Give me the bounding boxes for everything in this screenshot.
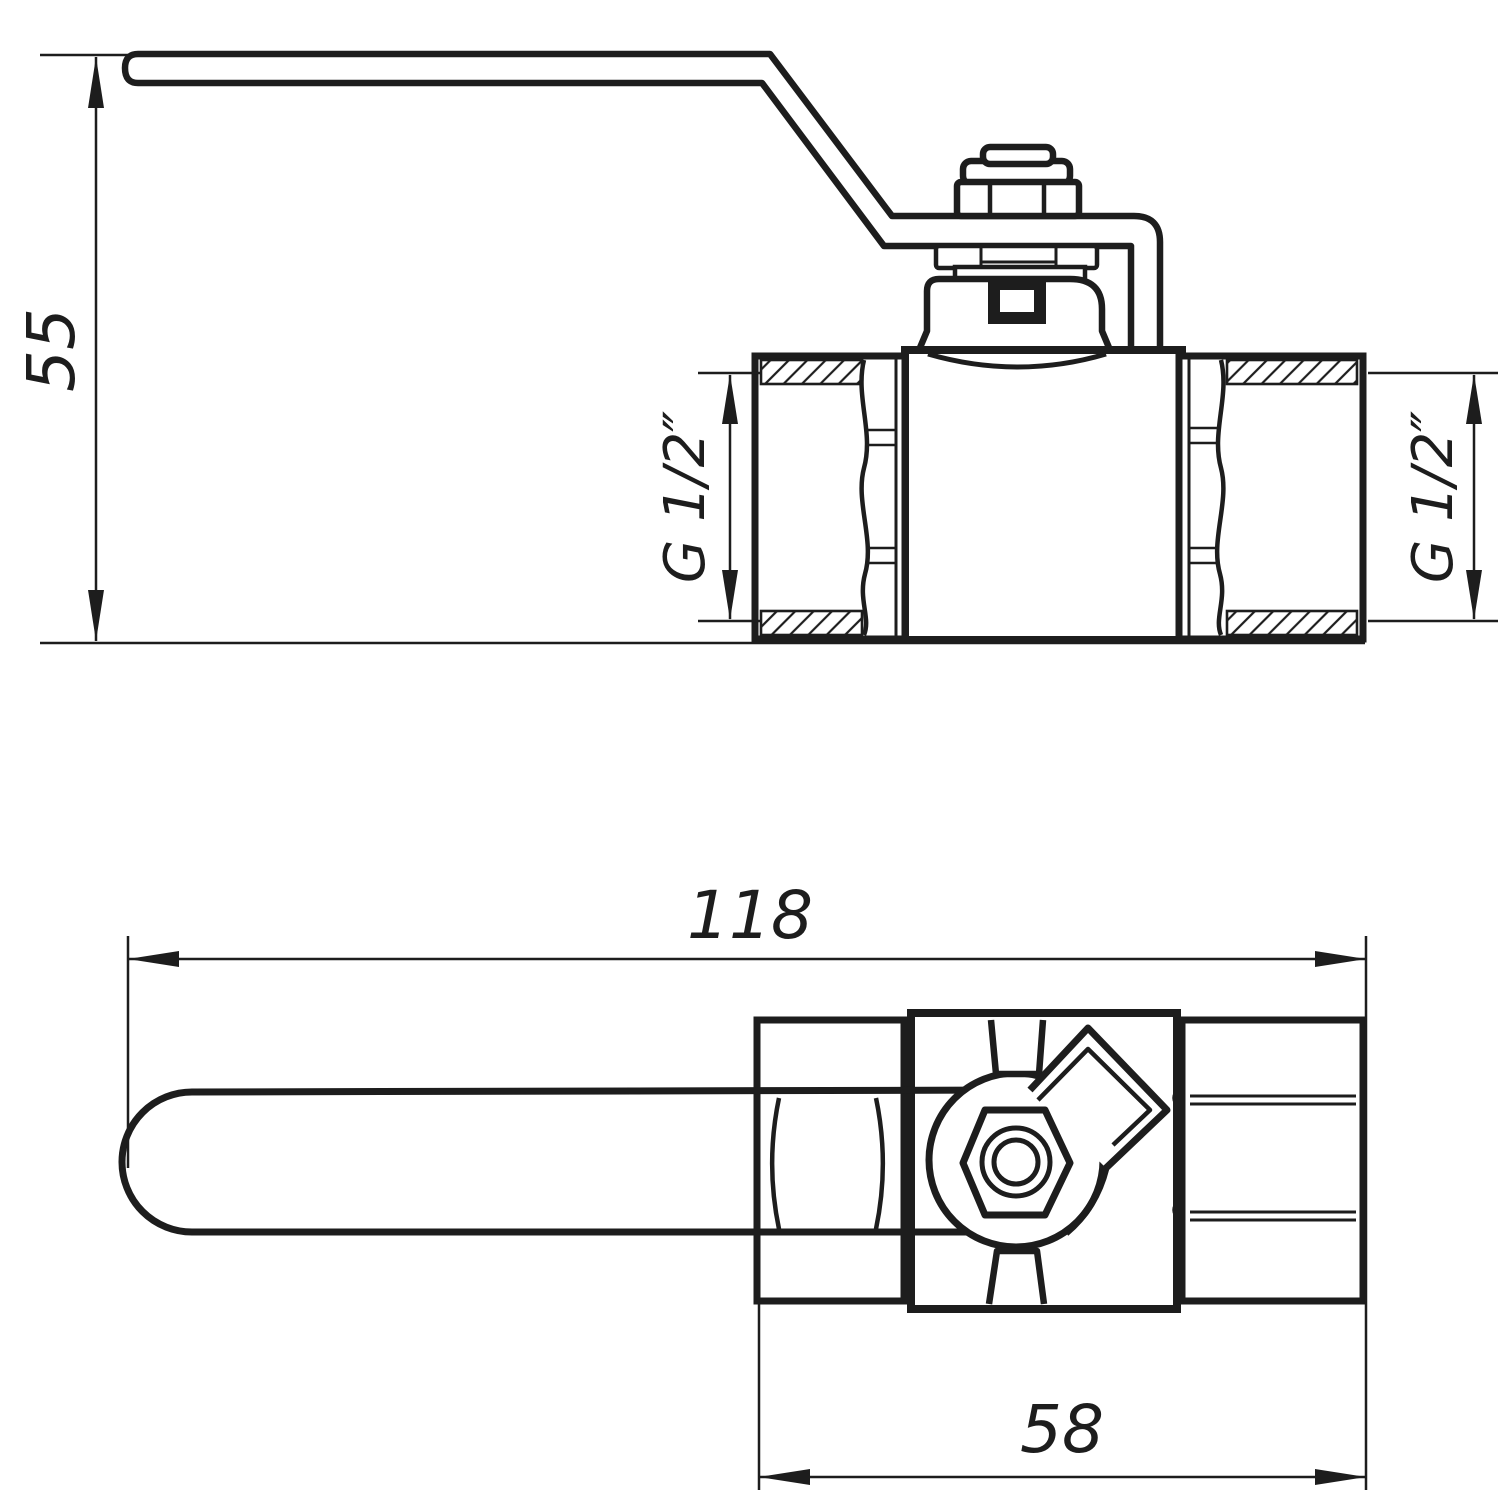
gland-hex-row xyxy=(933,243,1100,271)
stem-cap xyxy=(979,143,1057,168)
port-outline xyxy=(751,352,909,643)
port-outline xyxy=(1175,352,1367,643)
top-view: 118 58 xyxy=(118,877,1368,1490)
handle-rounded-end xyxy=(118,1088,193,1236)
left-port-front xyxy=(751,352,909,643)
arrowhead xyxy=(1466,374,1482,424)
arrowhead xyxy=(1315,1469,1366,1485)
arrowhead xyxy=(88,57,104,108)
arrowhead xyxy=(128,951,179,967)
stem-flat xyxy=(985,1247,1048,1305)
arrowhead xyxy=(88,590,104,641)
arrowhead xyxy=(1315,951,1366,967)
thread-hatch xyxy=(1225,358,1359,386)
body-center-block xyxy=(901,346,1186,644)
thread-label-left: G 1/2″ xyxy=(653,411,718,583)
stem-square xyxy=(988,278,1046,324)
dimension-thread-right: G 1/2″ xyxy=(1368,371,1498,623)
thread-hatch xyxy=(1225,609,1359,637)
right-port-top xyxy=(1178,1016,1367,1305)
stem-hex-block xyxy=(953,178,1083,220)
thread-hatch xyxy=(759,358,864,386)
dimension-label-58: 58 xyxy=(1020,1391,1104,1468)
stem-flat xyxy=(987,1019,1047,1078)
thread-break-wavy-line xyxy=(1214,359,1226,636)
dimension-thread-left: G 1/2″ xyxy=(653,371,762,623)
ball-silhouette-arc xyxy=(927,351,1107,370)
arrowhead xyxy=(722,374,738,424)
lever-bend-fill xyxy=(1028,1028,1167,1168)
lever-bend-outline xyxy=(1027,1024,1171,1236)
lever-bend-inner-edge xyxy=(1036,1046,1153,1147)
thread-hatch xyxy=(759,609,864,637)
dimension-total-length-118: 118 xyxy=(126,877,1368,1490)
arrowhead xyxy=(759,1469,810,1485)
dimension-label-118: 118 xyxy=(687,877,813,954)
dimension-body-length-58: 58 xyxy=(757,1303,1366,1490)
thread-label-right: G 1/2″ xyxy=(1401,411,1466,583)
lever-bend-top xyxy=(1027,1024,1171,1236)
lever-handle-top xyxy=(118,1086,1033,1236)
port-contour-curve xyxy=(873,1097,885,1230)
right-port-front xyxy=(1175,352,1367,643)
junction-bulge xyxy=(1172,1197,1181,1223)
lever-handle-front xyxy=(121,50,1164,356)
valve-body-front xyxy=(751,346,1367,644)
arrowhead xyxy=(722,570,738,620)
handle-edge xyxy=(191,1086,1033,1096)
dimension-label-55: 55 xyxy=(13,308,90,392)
stem-flats-top xyxy=(985,1019,1048,1305)
stem-assembly-front xyxy=(915,143,1114,354)
left-port-top xyxy=(753,1016,908,1305)
front-view: 55 xyxy=(13,50,1498,645)
port-contour-curve xyxy=(770,1097,782,1230)
thread-break-wavy-line xyxy=(859,359,871,636)
stem-circle-inner xyxy=(991,1137,1041,1187)
arrowhead xyxy=(1466,570,1482,620)
junction-bulge xyxy=(1172,1085,1181,1111)
